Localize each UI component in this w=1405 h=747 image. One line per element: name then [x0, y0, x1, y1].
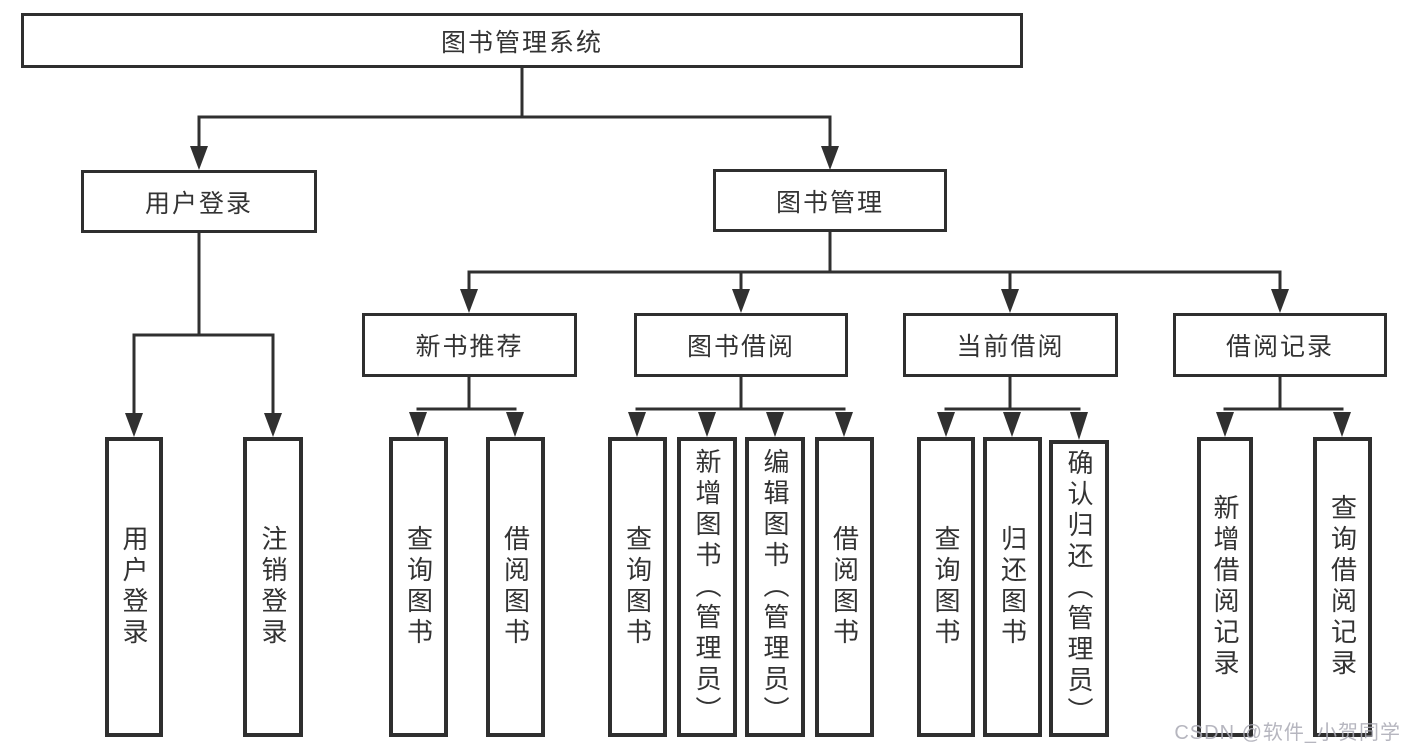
node-label: 图书管理系统	[440, 28, 603, 57]
leaf-user-login: 用户登录	[105, 437, 163, 737]
leaf-query-books-current: 查询图书	[917, 437, 975, 737]
node-label: 借阅图书	[829, 525, 860, 649]
node-borrowing-records: 借阅记录	[1173, 313, 1387, 377]
node-library-management-system: 图书管理系统	[21, 13, 1023, 68]
node-label: 新增借阅记录	[1210, 494, 1240, 680]
leaf-edit-book-admin: 编辑图书（管理员）	[745, 437, 805, 737]
connector-root-to-level2	[190, 66, 839, 170]
node-label: 归还图书	[997, 525, 1028, 649]
connector-book-borrowing-to-leaves	[628, 375, 853, 437]
node-label: 确认归还（管理员）	[1064, 449, 1094, 728]
node-label: 编辑图书（管理员）	[760, 447, 790, 727]
leaf-query-books-recommend: 查询图书	[389, 437, 448, 737]
leaf-add-book-admin: 新增图书（管理员）	[677, 437, 737, 737]
leaf-borrow-books-borrowing: 借阅图书	[815, 437, 874, 737]
node-label: 注销登录	[258, 525, 288, 649]
node-user-login: 用户登录	[81, 170, 317, 233]
node-book-borrowing: 图书借阅	[634, 313, 848, 377]
connector-book-management-to-level3	[460, 230, 1289, 313]
node-label: 图书管理	[775, 188, 884, 217]
node-book-management: 图书管理	[713, 169, 947, 232]
node-label: 当前借阅	[956, 333, 1065, 361]
node-label: 用户登录	[144, 189, 253, 218]
leaf-query-borrow-record: 查询借阅记录	[1313, 437, 1372, 737]
leaf-add-borrow-record: 新增借阅记录	[1197, 437, 1253, 737]
leaf-borrow-books-recommend: 借阅图书	[486, 437, 545, 737]
connector-borrowing-records-to-leaves	[1216, 375, 1351, 437]
node-label: 图书借阅	[686, 333, 795, 361]
node-label: 新书推荐	[415, 333, 524, 361]
leaf-logout: 注销登录	[243, 437, 303, 737]
node-label: 借阅图书	[500, 525, 531, 649]
node-label: 查询图书	[403, 525, 434, 649]
node-label: 查询借阅记录	[1327, 494, 1358, 680]
node-label: 用户登录	[119, 525, 149, 649]
connector-user-login-to-leaves	[125, 231, 282, 437]
node-label: 查询图书	[931, 525, 961, 649]
connector-current-borrowing-to-leaves	[937, 375, 1088, 440]
node-label: 借阅记录	[1225, 333, 1334, 361]
leaf-return-books: 归还图书	[983, 437, 1042, 737]
node-new-book-recommendation: 新书推荐	[362, 313, 577, 377]
node-label: 新增图书（管理员）	[692, 447, 722, 727]
connector-new-book-recommendation-to-leaves	[409, 375, 524, 437]
leaf-confirm-return-admin: 确认归还（管理员）	[1049, 440, 1109, 737]
leaf-query-books-borrowing: 查询图书	[608, 437, 667, 737]
node-label: 查询图书	[622, 525, 653, 649]
csdn-watermark: CSDN @软件_小贺同学	[1174, 722, 1401, 744]
node-current-borrowing: 当前借阅	[903, 313, 1118, 377]
